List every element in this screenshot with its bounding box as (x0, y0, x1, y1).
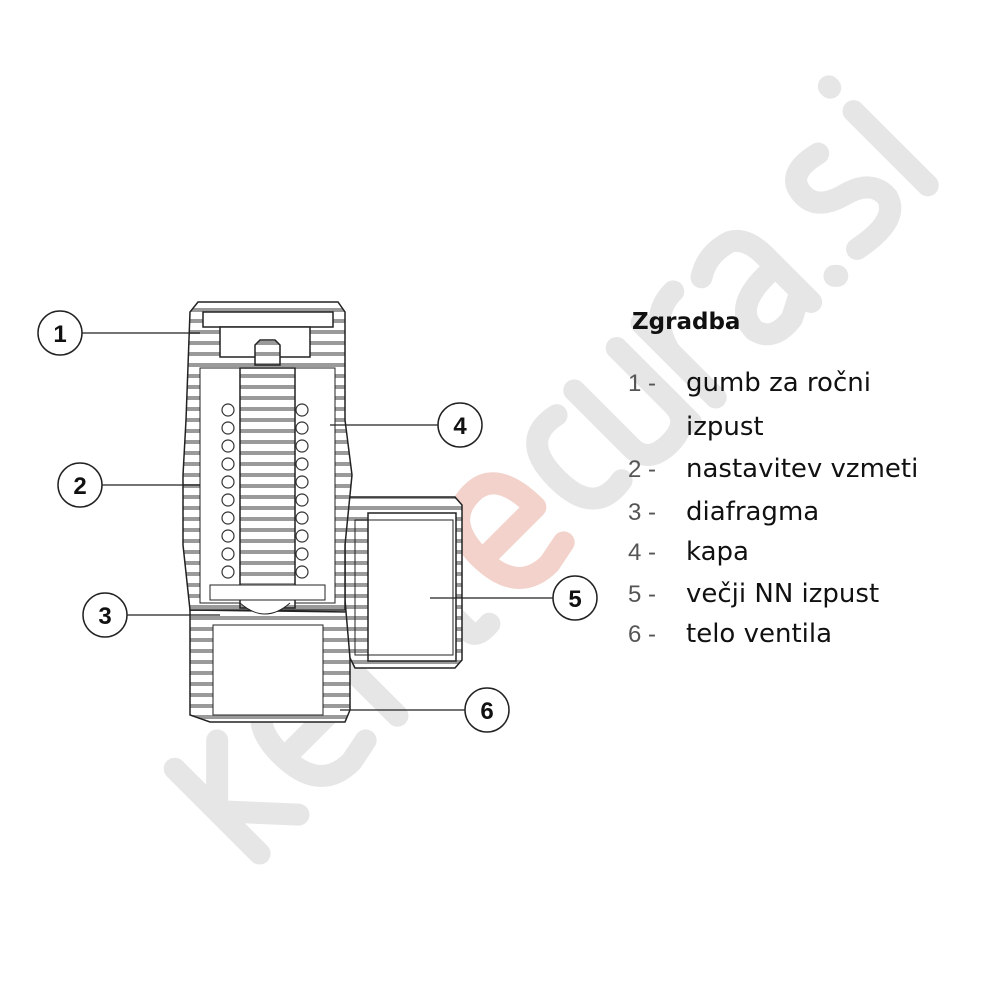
legend-item-6: 6 -telo ventila (628, 619, 833, 649)
callout-2: 2 (57, 462, 103, 508)
callout-1: 1 (37, 310, 83, 356)
callout-4: 4 (437, 402, 483, 448)
legend-item-4: 4 -kapa (628, 537, 749, 567)
spring-right (295, 403, 309, 579)
legend-item-5: 5 -večji NN izpust (628, 579, 880, 609)
svg-text:4: 4 (453, 413, 467, 440)
callout-5: 5 (552, 575, 598, 621)
svg-text:5: 5 (568, 586, 581, 613)
legend-item-2: 2 -nastavitev vzmeti (628, 454, 919, 484)
legend-title: Zgradba (632, 309, 741, 335)
legend-item-1-cont: izpust (686, 412, 764, 442)
leader-lines (82, 332, 553, 711)
svg-text:2: 2 (73, 473, 86, 500)
svg-text:3: 3 (98, 603, 111, 630)
svg-text:6: 6 (480, 698, 493, 725)
callout-3: 3 (82, 592, 128, 638)
legend-item-1: 1 -gumb za ročni (628, 368, 871, 398)
callout-6: 6 (464, 687, 510, 733)
valve-body (182, 301, 463, 723)
svg-text:1: 1 (53, 321, 66, 348)
legend-item-3: 3 -diafragma (628, 497, 820, 527)
spring-left (221, 403, 235, 579)
